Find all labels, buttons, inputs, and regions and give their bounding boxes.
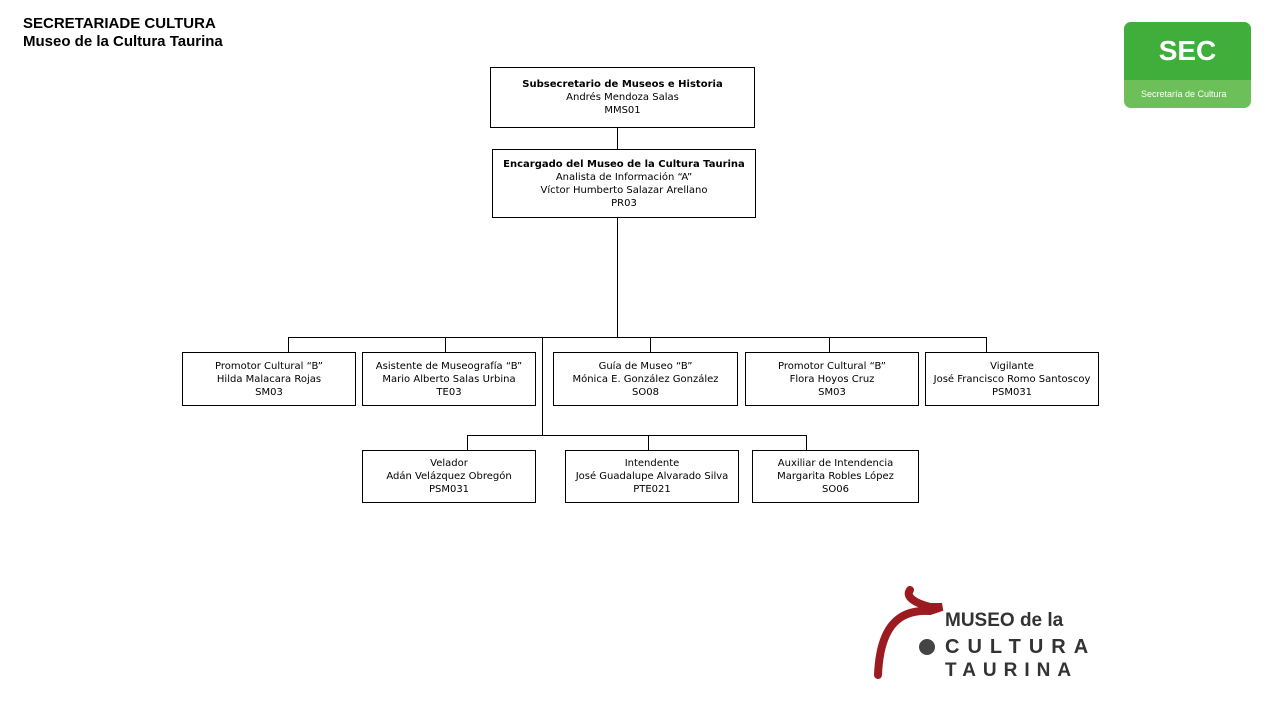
connector-line — [288, 337, 289, 352]
org-box-support: Intendente José Guadalupe Alvarado Silva… — [565, 450, 739, 503]
box-title: Encargado del Museo de la Cultura Taurin… — [503, 158, 745, 170]
connector-line — [445, 337, 446, 352]
box-code: PR03 — [611, 197, 637, 209]
box-name: Víctor Humberto Salazar Arellano — [540, 184, 708, 196]
connector-line — [288, 337, 986, 338]
box-name: Mario Alberto Salas Urbina — [382, 373, 516, 385]
org-box-staff: Guía de Museo “B” Mónica E. González Gon… — [553, 352, 738, 406]
box-name: Margarita Robles López — [777, 471, 894, 482]
header-subtitle: Museo de la Cultura Taurina — [23, 33, 223, 50]
box-title: Guía de Museo “B” — [598, 360, 693, 372]
box-name: Mónica E. González González — [572, 373, 719, 385]
header-title: SECRETARIADE CULTURA — [23, 15, 216, 32]
org-box-staff: Vigilante José Francisco Romo Santoscoy … — [925, 352, 1099, 406]
museum-logo: MUSEO de la CULTURA TAURINA — [870, 585, 1088, 685]
connector-line — [617, 127, 618, 149]
org-box-encargado: Encargado del Museo de la Cultura Taurin… — [492, 149, 756, 218]
connector-line — [467, 435, 468, 450]
box-title: Subsecretario de Museos e Historia — [522, 79, 723, 90]
sec-logo-subtitle: Secretaría de Cultura — [1124, 80, 1251, 108]
page-header: SECRETARIADE CULTURA Museo de la Cultura… — [23, 15, 223, 51]
box-name: José Francisco Romo Santoscoy — [933, 373, 1091, 385]
box-name: Adán Velázquez Obregón — [386, 471, 512, 482]
box-code: PSM031 — [991, 386, 1033, 398]
box-title: Auxiliar de Intendencia — [777, 458, 894, 469]
sec-logo: SEC Secretaría de Cultura — [1124, 22, 1251, 108]
logo-swoosh — [874, 586, 944, 679]
box-title: Asistente de Museografía “B” — [375, 360, 523, 372]
org-box-staff: Promotor Cultural “B” Hilda Malacara Roj… — [182, 352, 356, 406]
box-name: Andrés Mendoza Salas — [566, 92, 679, 103]
box-code: TE03 — [436, 386, 462, 398]
logo-line1: MUSEO de la — [945, 610, 1064, 631]
connector-line — [617, 217, 618, 337]
logo-dot — [919, 639, 935, 655]
box-code: MMS01 — [604, 105, 641, 116]
org-box-support: Auxiliar de Intendencia Margarita Robles… — [752, 450, 919, 503]
box-role: Analista de Información “A” — [555, 171, 693, 183]
box-code: PTE021 — [633, 484, 671, 495]
box-name: Hilda Malacara Rojas — [216, 373, 322, 385]
connector-line — [467, 435, 807, 436]
connector-line — [986, 337, 987, 352]
org-box-staff: Asistente de Museografía “B” Mario Alber… — [362, 352, 536, 406]
box-code: SO06 — [822, 484, 849, 495]
connector-line — [650, 337, 651, 352]
box-title: Velador — [430, 458, 468, 469]
org-box-subsecretario: Subsecretario de Museos e Historia André… — [490, 67, 755, 128]
box-code: PSM031 — [428, 484, 470, 495]
connector-line — [648, 435, 649, 450]
box-title: Intendente — [624, 458, 680, 469]
connector-line — [829, 337, 830, 352]
box-title: Promotor Cultural “B” — [778, 360, 886, 372]
sec-logo-text: SEC — [1124, 22, 1251, 80]
connector-line — [542, 337, 543, 435]
box-code: SO08 — [632, 386, 659, 398]
box-code: SM03 — [818, 386, 846, 398]
box-title: Vigilante — [990, 360, 1034, 372]
org-box-staff: Promotor Cultural “B” Flora Hoyos Cruz S… — [745, 352, 919, 406]
box-name: Flora Hoyos Cruz — [789, 373, 875, 385]
connector-line — [806, 435, 807, 450]
box-code: SM03 — [255, 386, 283, 398]
org-box-support: Velador Adán Velázquez Obregón PSM031 — [362, 450, 536, 503]
logo-line2: CULTURA — [945, 636, 1097, 658]
museum-logo-mark — [874, 586, 944, 679]
box-name: José Guadalupe Alvarado Silva — [575, 471, 729, 482]
box-title: Promotor Cultural “B” — [215, 360, 323, 372]
logo-line3: TAURINA — [945, 660, 1079, 681]
